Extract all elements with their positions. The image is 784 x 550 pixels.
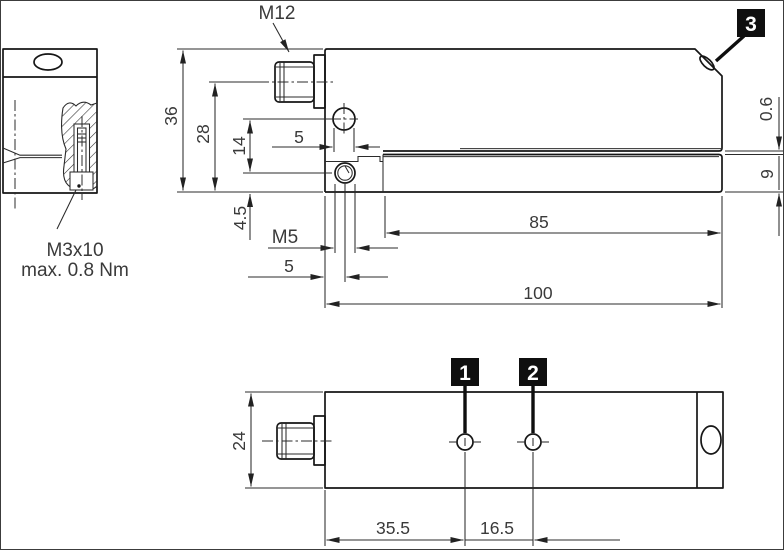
m5-hole xyxy=(334,162,356,184)
pot-2: 2 xyxy=(517,358,549,451)
upper-hole xyxy=(330,103,358,136)
m12-leader xyxy=(272,22,290,53)
callout-2-number: 2 xyxy=(527,362,539,385)
dim-85: 85 xyxy=(384,196,723,308)
m12-connector xyxy=(258,54,333,109)
dim-5-edge: 5 xyxy=(248,184,388,308)
dim-5-hole: 5 xyxy=(272,127,380,152)
dim-m5: M5 xyxy=(268,184,398,253)
dim-85-text: 85 xyxy=(529,212,548,232)
dim-24-text: 24 xyxy=(229,431,249,451)
dim-36-text: 36 xyxy=(161,106,181,125)
dim-16p5: 16.5 xyxy=(465,452,620,546)
callout-3-leader xyxy=(714,34,746,63)
dim-0p6-text: 0.6 xyxy=(756,97,776,121)
dim-16p5-text: 16.5 xyxy=(480,518,514,538)
dim-0p6: 0.6 xyxy=(725,97,783,156)
dim-24: 24 xyxy=(229,391,323,489)
end-cap-hole xyxy=(700,425,722,455)
side-view-hole xyxy=(33,53,63,71)
dim-35p5: 35.5 xyxy=(324,452,466,546)
dim-28-text: 28 xyxy=(193,124,213,143)
dim-5-edge-text: 5 xyxy=(284,256,294,276)
dim-100: 100 xyxy=(326,283,721,307)
clamp-section xyxy=(60,101,98,200)
callout-3: 3 xyxy=(714,9,765,63)
clamp-leader xyxy=(56,189,77,230)
dim-14-text: 14 xyxy=(229,136,249,156)
dim-m5-text: M5 xyxy=(272,227,298,248)
dim-36: 36 xyxy=(161,48,323,193)
clamp-screw-label: M3x10 xyxy=(46,240,103,261)
pot-1: 1 xyxy=(449,358,481,451)
m12-label: M12 xyxy=(259,3,296,24)
lower-arm-outline xyxy=(325,153,723,193)
callout-3-number: 3 xyxy=(745,13,757,36)
dim-100-text: 100 xyxy=(523,283,552,303)
side-view-slot xyxy=(2,147,62,164)
indicator-led xyxy=(699,55,715,71)
bottom-view: 1 2 24 35.5 xyxy=(229,358,724,546)
m12-connector-bottom xyxy=(262,415,333,466)
connector-barrel xyxy=(274,61,315,103)
callout-2-box xyxy=(519,358,547,386)
dim-14: 14 xyxy=(229,118,332,174)
upper-body-outline xyxy=(324,48,723,192)
main-view: M12 36 28 xyxy=(161,3,783,308)
callout-1-number: 1 xyxy=(459,362,471,385)
dim-4p5-text: 4.5 xyxy=(230,206,250,230)
dim-4p5: 4.5 xyxy=(230,194,253,240)
dim-35p5-text: 35.5 xyxy=(376,518,410,538)
dim-5-hole-text: 5 xyxy=(294,127,304,147)
dim-9-text: 9 xyxy=(757,169,777,179)
dim-28: 28 xyxy=(193,81,260,191)
clamp-torque-label: max. 0.8 Nm xyxy=(21,260,129,281)
dim-9: 9 xyxy=(725,156,783,236)
beam-channel xyxy=(325,155,383,163)
callout-1-box xyxy=(451,358,479,386)
screw-point xyxy=(77,184,81,188)
side-view: M3x10 max. 0.8 Nm xyxy=(2,48,129,281)
callout-3-box xyxy=(737,9,765,37)
